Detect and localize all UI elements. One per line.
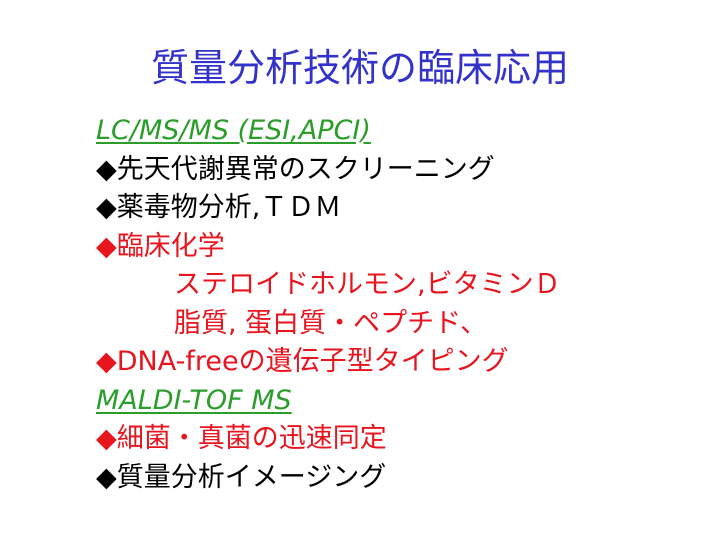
bullet-microbe-identification: ◆細菌・真菌の迅速同定 bbox=[96, 423, 387, 454]
bullet-dna-free-genotyping: ◆DNA-freeの遺伝子型タイピング bbox=[96, 346, 509, 377]
bullet-newborn-screening: ◆先天代謝異常のスクリーニング bbox=[96, 153, 495, 185]
slide-body: LC/MS/MS (ESI,APCI) ◆先天代謝異常のスクリーニング ◆薬毒物… bbox=[96, 112, 716, 497]
sub-item-lipid-protein: 脂質, 蛋白質・ペプチド、 bbox=[174, 307, 488, 339]
bullet-drug-toxicology-tdm: ◆薬毒物分析,ＴＤＭ bbox=[96, 192, 342, 223]
section-heading-lcmsms: LC/MS/MS (ESI,APCI) bbox=[96, 115, 371, 146]
section-heading-maldi-tof: MALDI-TOF MS bbox=[96, 384, 292, 416]
bullet-clinical-chemistry: ◆臨床化学 bbox=[96, 230, 225, 262]
sub-item-steroid-vitamin: ステロイドホルモン,ビタミンＤ bbox=[174, 269, 561, 300]
slide-title: 質量分析技術の臨床応用 bbox=[150, 46, 569, 90]
bullet-ms-imaging: ◆質量分析イメージング bbox=[96, 461, 387, 493]
